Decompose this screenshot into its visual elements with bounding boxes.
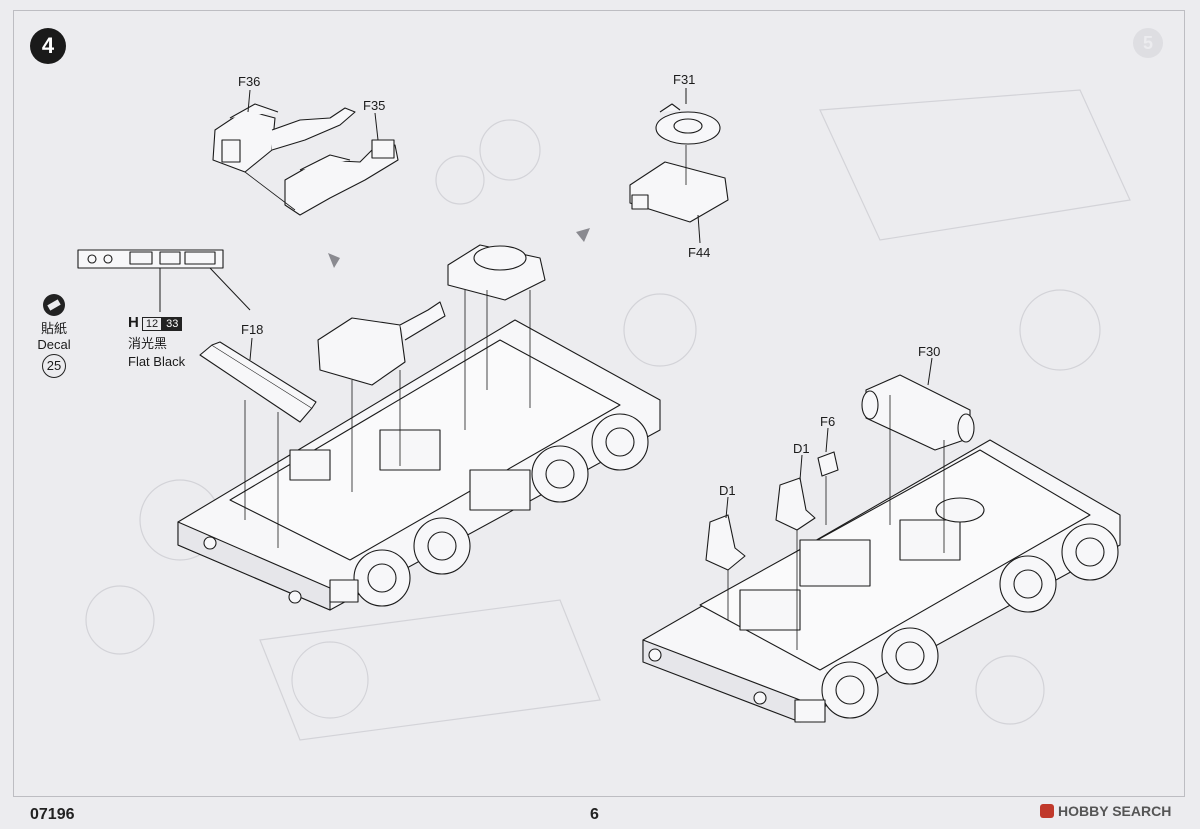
part-label-d1-lower: D1	[719, 483, 736, 498]
paint-name-cn: 消光黑	[128, 336, 168, 351]
assembly-guide-lines	[244, 145, 945, 650]
decal-label-cn: 貼紙	[40, 321, 67, 336]
part-f44-drawing	[629, 161, 729, 223]
part-label-f36: F36	[238, 74, 261, 89]
watermark-text: HOBBY SEARCH	[1058, 803, 1172, 819]
part-f30-drawing	[861, 374, 975, 451]
part-f36-drawing	[212, 103, 356, 173]
page-border	[13, 10, 1185, 797]
part-f18-drawing	[199, 341, 317, 423]
part-f35-drawing	[284, 139, 399, 216]
part-label-d1-upper: D1	[793, 441, 810, 456]
chassis-right-drawing	[642, 439, 1121, 723]
watermark-logo-icon	[1040, 804, 1054, 818]
direction-arrows	[328, 228, 590, 268]
page-number: 6	[590, 806, 599, 823]
part-label-f44: F44	[688, 245, 711, 260]
paint-name-en: Flat Black	[128, 354, 186, 369]
part-label-f6: F6	[820, 414, 836, 429]
decal-number: 25	[42, 354, 66, 378]
paint-number-a: 12	[141, 317, 163, 331]
leader-lines	[159, 88, 933, 519]
paint-number-b: 33	[162, 317, 183, 331]
part-bracket-drawing	[77, 249, 224, 269]
part-f31-drawing	[655, 103, 721, 145]
kit-code: 07196	[30, 806, 75, 823]
paint-code: H	[128, 314, 139, 331]
decal-label-en: Decal	[37, 337, 71, 352]
background-ghost-drawing	[85, 89, 1131, 741]
part-engine-drawing	[317, 301, 446, 386]
part-f6-drawing	[817, 451, 839, 477]
decal-icon	[43, 294, 65, 316]
part-fifthwheel-left-drawing	[447, 244, 546, 301]
part-label-f31: F31	[673, 72, 696, 87]
part-label-f18: F18	[241, 322, 264, 337]
part-label-f30: F30	[918, 344, 941, 359]
step-number-badge: 4	[30, 28, 66, 64]
next-step-ghost-badge: 5	[1133, 28, 1163, 58]
decal-callout: 貼紙 Decal 25	[36, 294, 72, 378]
chassis-left-drawing	[177, 319, 661, 611]
watermark: HOBBY SEARCH	[1040, 803, 1171, 819]
part-d1-seat-a-drawing	[705, 514, 746, 571]
part-label-f35: F35	[363, 98, 386, 113]
part-d1-seat-b-drawing	[775, 477, 816, 531]
